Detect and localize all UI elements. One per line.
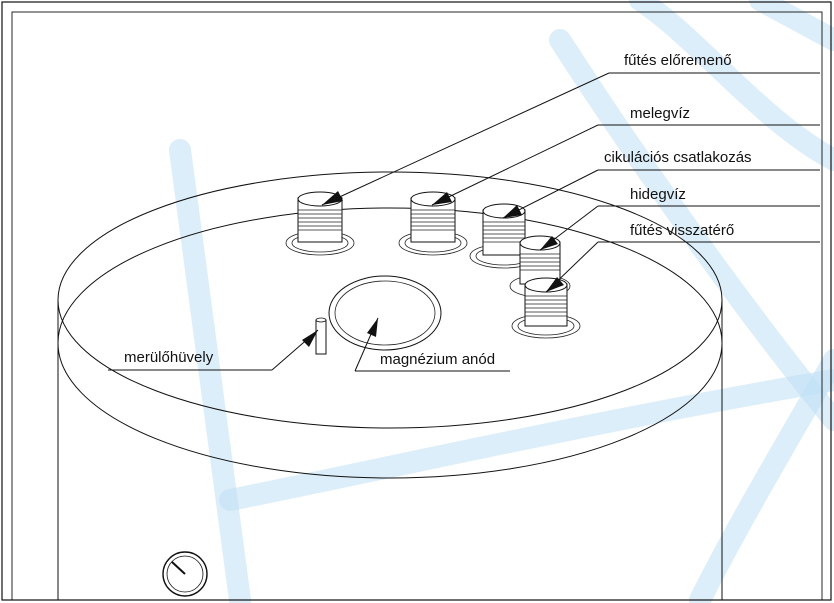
label-futes-visszatero: fűtés visszatérő: [630, 222, 734, 239]
thermometer-icon: [162, 551, 208, 597]
label-melegviz: melegvíz: [630, 105, 690, 122]
tank-body: [57, 171, 723, 600]
inner-frame: [11, 11, 823, 601]
label-merulohuvely: merülőhüvely: [124, 349, 214, 366]
leader-lines: [108, 72, 820, 372]
label-futes-eloremeno: fűtés előremenő: [624, 52, 732, 69]
label-cirkulacios: cikulációs csatlakozás: [604, 149, 752, 166]
connector-futes-eloremeno: [285, 191, 355, 256]
anode-ring: [328, 275, 442, 351]
immersion-sleeve: [315, 317, 327, 355]
label-hidegviz: hidegvíz: [630, 186, 686, 203]
connector-melegviz: [398, 191, 468, 256]
connector-hidegviz: [509, 235, 571, 298]
connector-futes-visszatero: [511, 277, 581, 339]
watermark: [169, 0, 834, 603]
label-magnezium-anod: magnézium anód: [380, 351, 495, 368]
